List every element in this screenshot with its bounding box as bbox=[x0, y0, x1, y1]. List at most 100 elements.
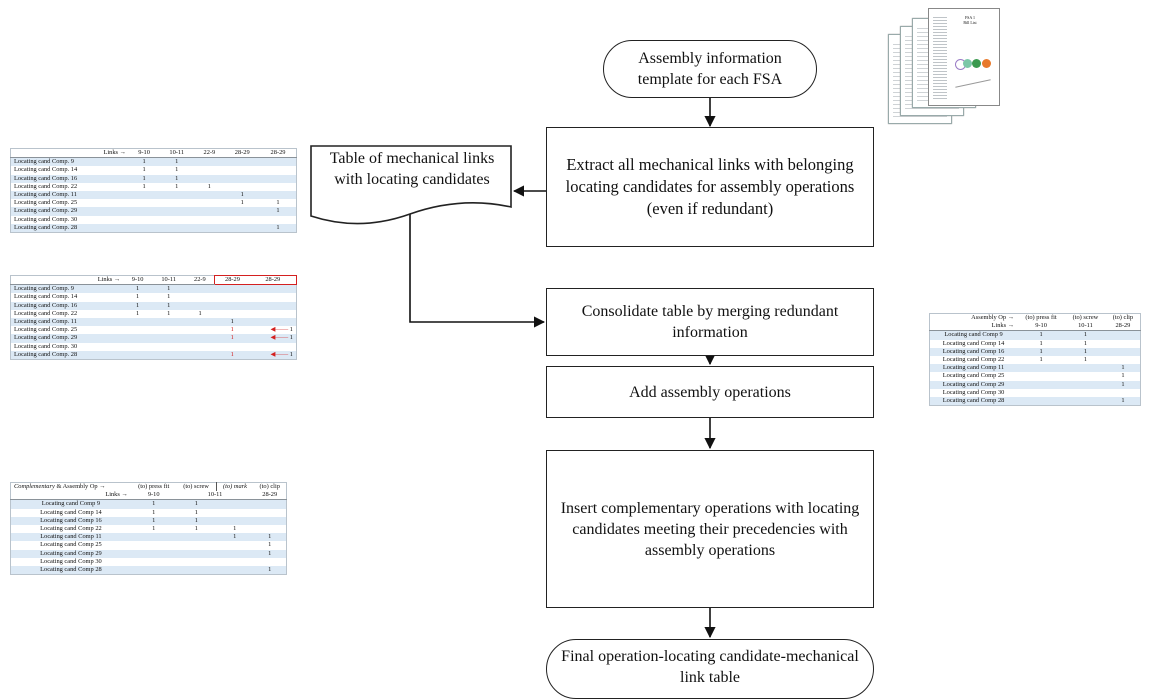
table-header-cell: Assembly Op → bbox=[971, 314, 1015, 321]
row-label-cell: Locating cand Comp 30 bbox=[40, 557, 102, 565]
table-header-cell: 10-11 bbox=[1065, 322, 1106, 332]
table-header-cell: (to) clip bbox=[259, 483, 280, 490]
value-cell bbox=[194, 174, 225, 183]
table-header-cell: Links → bbox=[10, 275, 124, 286]
value-cell bbox=[151, 318, 186, 327]
value-cell bbox=[253, 509, 286, 517]
value-cell bbox=[194, 199, 224, 207]
row-label-cell: Locating cand Comp. 11 bbox=[10, 191, 130, 200]
value-cell bbox=[216, 516, 254, 526]
value-cell: 1 bbox=[167, 309, 171, 317]
value-cell bbox=[185, 343, 214, 351]
value-cell bbox=[214, 301, 250, 310]
value-cell bbox=[129, 199, 159, 207]
value-cell: 1 bbox=[129, 157, 160, 167]
insert-complementary-label: Insert complementary operations with loc… bbox=[560, 499, 860, 559]
row-label-cell: Locating cand Comp. 14 bbox=[14, 166, 78, 174]
value-cell: 1 bbox=[253, 566, 287, 575]
value-cell: 1 bbox=[176, 499, 217, 509]
value-cell bbox=[260, 157, 297, 167]
table-row: Locating cand Comp. 30 bbox=[11, 343, 297, 351]
value-cell: 1 bbox=[142, 166, 146, 174]
row-label-cell: Locating cand Comp 28 bbox=[929, 397, 1018, 406]
value-cell bbox=[130, 549, 177, 558]
value-cell: 1 bbox=[159, 157, 195, 167]
value-cell: 1 bbox=[151, 301, 186, 310]
row-label-cell: Locating cand Comp. 29 bbox=[10, 334, 124, 343]
row-label-cell: Locating cand Comp. 29 bbox=[10, 207, 130, 216]
value-cell bbox=[1017, 380, 1066, 389]
value-cell: 1 bbox=[1039, 339, 1043, 347]
row-label-cell: Locating cand Comp 9 bbox=[929, 330, 1018, 340]
value-cell bbox=[123, 350, 152, 360]
value-cell: 1 bbox=[1105, 380, 1141, 389]
value-cell: 1 bbox=[1105, 364, 1141, 373]
table-header-cell: 10-11 bbox=[159, 148, 195, 159]
row-label-cell: Locating cand Comp 16 bbox=[10, 516, 131, 526]
value-cell bbox=[214, 284, 250, 294]
value-cell: 1 bbox=[167, 293, 171, 301]
doc-title-line2: Bill List bbox=[963, 20, 977, 25]
value-cell bbox=[250, 310, 297, 318]
value-cell bbox=[1065, 380, 1106, 389]
value-cell bbox=[131, 558, 177, 566]
value-cell: ◀—— 1 bbox=[249, 350, 297, 360]
row-label-cell: Locating cand Comp. 11 bbox=[10, 318, 124, 327]
value-cell bbox=[216, 549, 254, 558]
value-cell bbox=[185, 301, 215, 310]
table-header-cell: (to) mark bbox=[215, 482, 254, 492]
consolidate-label: Consolidate table by merging redundant i… bbox=[581, 303, 839, 341]
value-cell: 1 bbox=[214, 334, 250, 343]
value-cell bbox=[1065, 389, 1106, 397]
value-cell bbox=[130, 533, 177, 542]
table-header-cell: (to) press fit bbox=[138, 483, 170, 490]
value-cell bbox=[224, 183, 260, 191]
value-cell: 1 bbox=[123, 301, 152, 310]
value-cell bbox=[250, 343, 297, 351]
value-cell bbox=[129, 223, 160, 233]
consolidate-process: Consolidate table by merging redundant i… bbox=[546, 288, 874, 356]
table-complementary-operations: Complementary & Assembly Op →(to) press … bbox=[10, 482, 287, 576]
value-cell bbox=[260, 183, 296, 191]
value-cell bbox=[159, 223, 195, 233]
merged-value: 1 bbox=[289, 334, 293, 342]
value-cell bbox=[249, 318, 297, 327]
table-header-cell: 22-9 bbox=[194, 148, 225, 159]
value-cell bbox=[131, 541, 177, 549]
table-header-cell: 28-29 bbox=[260, 148, 297, 159]
row-label-cell: Locating cand Comp 22 bbox=[40, 525, 102, 533]
row-label-cell: Locating cand Comp 22 bbox=[942, 356, 1005, 364]
value-cell: 1 bbox=[142, 182, 146, 190]
value-cell bbox=[253, 558, 286, 566]
value-cell: 1 bbox=[240, 199, 244, 207]
value-cell bbox=[224, 157, 261, 167]
value-cell bbox=[185, 334, 215, 343]
doc-title-line1: FSA 1 bbox=[964, 15, 976, 20]
value-cell bbox=[159, 199, 194, 207]
row-label-cell: Locating cand Comp. 22 bbox=[14, 309, 78, 317]
merged-value: 1 bbox=[289, 326, 293, 334]
value-cell: 1 bbox=[151, 284, 186, 294]
table-header-cell: 9-10 bbox=[130, 491, 177, 501]
value-cell bbox=[151, 350, 186, 360]
start-label: Assembly information template for each F… bbox=[637, 50, 783, 88]
row-label-cell: Locating cand Comp 14 bbox=[942, 339, 1005, 347]
value-cell: 1 bbox=[1017, 330, 1066, 340]
value-cell bbox=[194, 166, 224, 174]
